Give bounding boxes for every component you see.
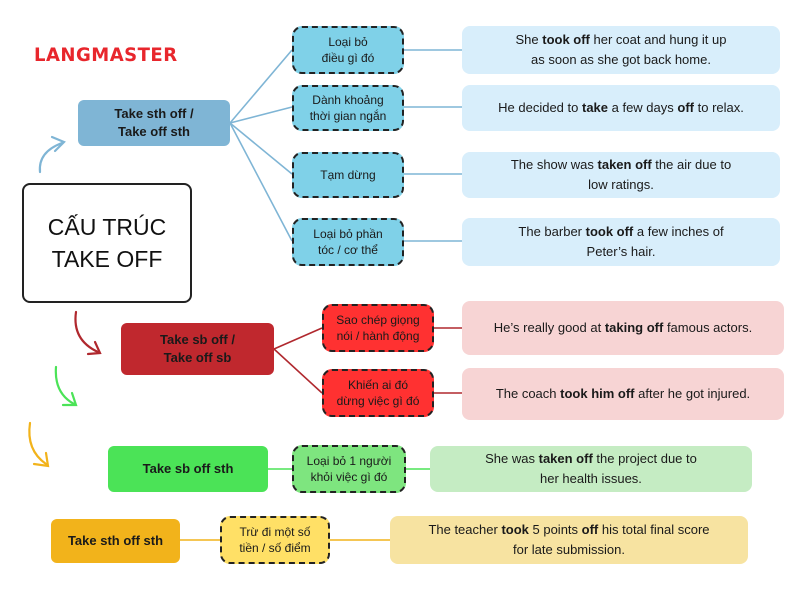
meaning-line: Dành khoảng <box>312 93 384 107</box>
category-take-sb-off: Take sb off / Take off sb <box>121 323 274 375</box>
meaning-box: Tạm dừng <box>292 152 404 198</box>
category-label-line: Take sth off sth <box>67 533 164 548</box>
example-text: her coat and hung it up <box>589 32 727 47</box>
example-box: The teacher took 5 points off his total … <box>390 516 748 564</box>
example-line: He’s really good at taking off famous ac… <box>494 318 752 338</box>
example-text: the project due to <box>592 451 697 466</box>
example-line: She was taken off the project due to <box>485 449 697 469</box>
meaning-line: Loại bỏ 1 người <box>306 454 392 468</box>
example-text: to relax. <box>694 100 744 115</box>
meaning-box: Loại bỏ phần tóc / cơ thể <box>292 218 404 266</box>
meaning-line: dừng việc gì đó <box>336 394 420 408</box>
example-keyword: taken off <box>597 157 652 172</box>
example-keyword: off <box>677 100 694 115</box>
meaning-box: Khiến ai đó dừng việc gì đó <box>322 369 434 417</box>
meaning-line: nói / hành động <box>336 329 420 343</box>
meaning-line: điều gì đó <box>321 51 375 65</box>
meaning-line: Sao chép giọng <box>336 313 420 327</box>
category-label-line: Take sb off / <box>160 332 235 347</box>
example-text: She <box>515 32 543 47</box>
example-text: the air due to <box>651 157 732 172</box>
example-box: He decided to take a few days off to rel… <box>462 85 780 131</box>
example-text: The coach <box>495 386 561 401</box>
example-text: The show was <box>510 157 598 172</box>
meaning-box: Trừ đi một số tiền / số điểm <box>220 516 330 564</box>
example-keyword: took him off <box>560 386 635 401</box>
example-line: her health issues. <box>485 469 697 489</box>
example-text: She was <box>485 451 539 466</box>
example-box: He’s really good at taking off famous ac… <box>462 301 784 355</box>
category-take-sth-off-sth: Take sth off sth <box>51 519 180 563</box>
meaning-line: Khiến ai đó <box>347 378 409 392</box>
example-box: The show was taken off the air due to low… <box>462 152 780 198</box>
meaning-line: Loại bỏ <box>328 35 368 49</box>
example-keyword: taken off <box>538 451 593 466</box>
example-box: She took off her coat and hung it up as s… <box>462 26 780 74</box>
example-line: The barber took off a few inches of <box>518 222 723 242</box>
meaning-box: Loại bỏ điều gì đó <box>292 26 404 74</box>
example-line: She took off her coat and hung it up <box>515 30 726 50</box>
example-text: after he got injured. <box>634 386 751 401</box>
example-line: He decided to take a few days off to rel… <box>498 98 744 118</box>
example-line: Peter’s hair. <box>518 242 723 262</box>
example-text: her health issues. <box>540 471 642 486</box>
example-keyword: off <box>581 522 599 537</box>
brand-logo: LANGMASTER <box>34 44 178 66</box>
main-title-box: CẤU TRÚC TAKE OFF <box>22 183 192 303</box>
meaning-line: Trừ đi một số <box>239 525 311 539</box>
example-text: low ratings. <box>588 177 654 192</box>
title-line-2: TAKE OFF <box>51 246 163 272</box>
meaning-line: Loại bỏ phần <box>313 227 383 241</box>
meaning-line: thời gian ngắn <box>309 109 387 123</box>
example-text: a few inches of <box>633 224 724 239</box>
example-text: his total final score <box>598 522 710 537</box>
example-box: The coach took him off after he got inju… <box>462 368 784 420</box>
example-text: famous actors. <box>663 320 753 335</box>
example-text: The barber <box>518 224 586 239</box>
meaning-box: Dành khoảng thời gian ngắn <box>292 85 404 131</box>
meaning-line: tóc / cơ thể <box>318 243 378 257</box>
category-label-line: Take off sth <box>118 124 190 139</box>
category-label-line: Take sb off sth <box>142 461 234 476</box>
example-line: The teacher took 5 points off his total … <box>428 520 709 540</box>
example-text: He’s really good at <box>493 320 605 335</box>
title-line-1: CẤU TRÚC <box>47 214 167 240</box>
example-line: low ratings. <box>511 175 731 195</box>
example-line: as soon as she got back home. <box>515 50 726 70</box>
example-text: Peter’s hair. <box>586 244 656 259</box>
example-line: The coach took him off after he got inju… <box>496 384 750 404</box>
example-keyword: taking off <box>604 320 664 335</box>
meaning-line: Tạm dừng <box>320 168 376 182</box>
meaning-box: Sao chép giọng nói / hành động <box>322 304 434 352</box>
example-text: as soon as she got back home. <box>531 52 711 67</box>
meaning-box: Loại bỏ 1 người khỏi việc gì đó <box>292 445 406 493</box>
category-take-sb-off-sth: Take sb off sth <box>108 446 268 492</box>
example-text: 5 points <box>528 522 582 537</box>
example-keyword: take <box>581 100 609 115</box>
category-label-line: Take off sb <box>163 350 232 365</box>
category-label-line: Take sth off / <box>114 106 194 121</box>
example-text: for late submission. <box>512 542 625 557</box>
meaning-line: khỏi việc gì đó <box>310 470 388 484</box>
category-take-sth-off: Take sth off / Take off sth <box>78 100 230 146</box>
example-keyword: took off <box>542 32 590 47</box>
example-text: a few days <box>608 100 678 115</box>
example-box: She was taken off the project due to her … <box>430 446 752 492</box>
meaning-line: tiền / số điểm <box>239 541 311 555</box>
example-keyword: took <box>501 522 529 537</box>
example-keyword: took off <box>585 224 634 239</box>
example-line: The show was taken off the air due to <box>511 155 731 175</box>
example-line: for late submission. <box>428 540 709 560</box>
example-text: The teacher <box>428 522 502 537</box>
example-box: The barber took off a few inches of Peter… <box>462 218 780 266</box>
example-text: He decided to <box>498 100 582 115</box>
